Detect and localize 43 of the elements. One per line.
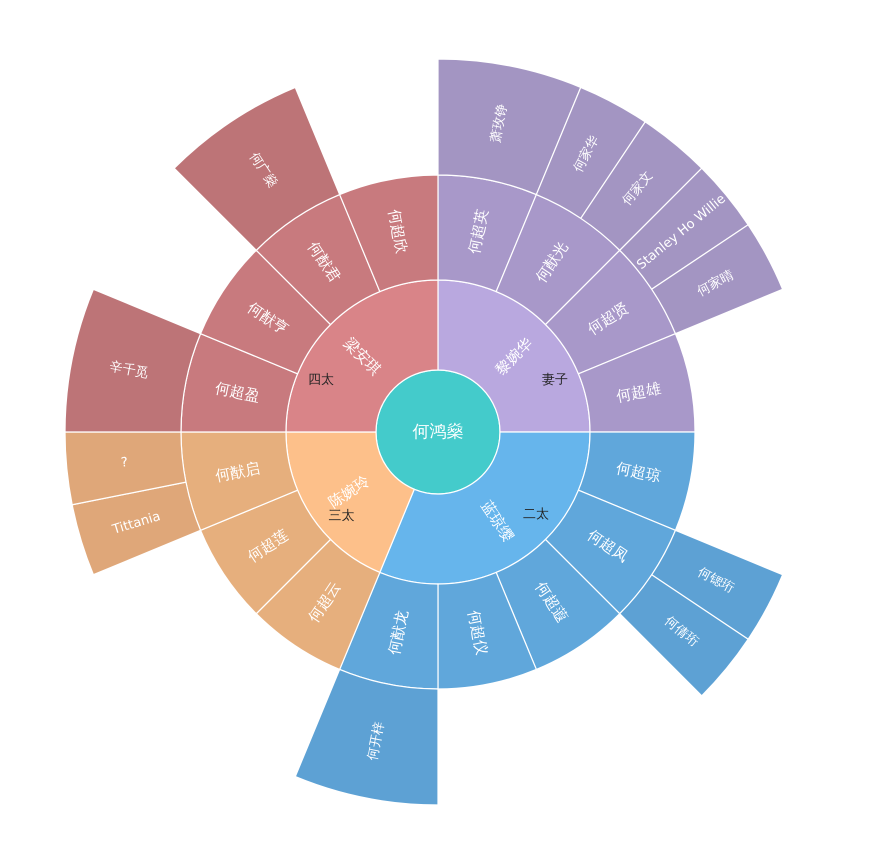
sunburst-segment — [339, 174, 439, 292]
sunburst-segment — [64, 288, 202, 433]
sunburst-segment — [578, 431, 696, 531]
name-label: 何家文 — [620, 168, 656, 208]
sunburst-segment — [437, 174, 537, 292]
name-label: 何超欣 — [384, 208, 412, 256]
name-label: 何超琼 — [614, 458, 662, 486]
name-label: 何超雄 — [614, 378, 662, 406]
name-label: 何超凤 — [584, 526, 632, 566]
name-label: 何家晴 — [695, 268, 737, 300]
name-label: 萧玫铮 — [488, 102, 511, 144]
sunburst-segment — [339, 572, 439, 690]
name-label: 何超盈 — [214, 378, 262, 406]
name-label: 辛千觅 — [108, 359, 150, 382]
name-label: 何超贤 — [584, 298, 632, 338]
rank-label: 四太 — [308, 372, 334, 388]
name-label: 何超蕸 — [532, 578, 572, 626]
rank-label: 妻子 — [542, 372, 568, 388]
name-label: 何广燊 — [246, 150, 280, 190]
sunburst-segment — [180, 333, 298, 433]
name-label: 何猷光 — [532, 238, 572, 286]
sunburst-segment — [294, 668, 439, 806]
name-label: 何锶珩 — [695, 564, 737, 596]
name-label: 何猷君 — [304, 238, 344, 286]
name-label: 何超英 — [464, 208, 492, 256]
name-label: 何超云 — [304, 578, 344, 626]
rank-label: 二太 — [523, 506, 550, 522]
name-label: 梁安琪 — [340, 334, 385, 379]
name-label: 黎婉华 — [491, 334, 536, 379]
name-label: ? — [120, 455, 129, 471]
name-label: 何猷亨 — [244, 298, 292, 338]
name-label: 蓝琼缨 — [477, 497, 518, 545]
name-label: 何超仪 — [464, 608, 492, 656]
name-label: 何猷启 — [214, 458, 262, 486]
name-label: 何猷龙 — [384, 608, 412, 656]
name-label: Tittania — [110, 509, 162, 538]
name-label: 何开梓 — [365, 720, 388, 762]
sunburst-segment — [64, 431, 187, 506]
name-label: 何超莲 — [244, 526, 292, 566]
sunburst-segment — [72, 482, 202, 576]
name-label: 何倩珩 — [662, 614, 702, 650]
name-label: 何家华 — [570, 133, 602, 175]
name-label: 何鸿燊 — [412, 422, 464, 442]
